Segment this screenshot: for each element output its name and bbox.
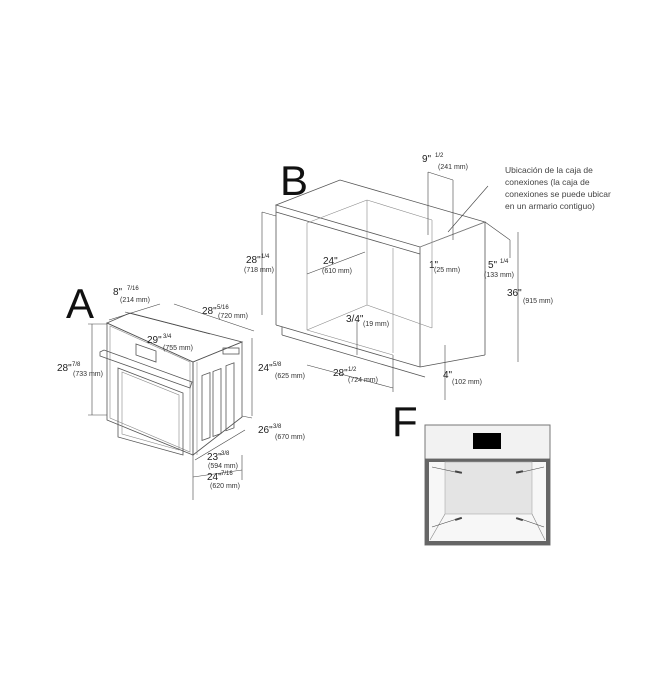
- dimension-text: (915 mm): [523, 298, 553, 305]
- dimension-text: 1/2: [435, 153, 444, 159]
- dimension-text: 3/8: [221, 451, 230, 457]
- dimension-text: (102 mm): [452, 379, 482, 386]
- dimension-text: (733 mm): [73, 371, 103, 378]
- dimension-text: (720 mm): [218, 313, 248, 320]
- dimension-text: 1/4: [261, 254, 270, 260]
- oven-front-detail: [424, 424, 551, 546]
- dimension-text: (718 mm): [244, 267, 274, 274]
- dimension-text: 1": [429, 260, 439, 271]
- oven-drawing: [99, 312, 244, 456]
- dimension-text: 3/4: [163, 334, 172, 340]
- dimension-text: (670 mm): [275, 434, 305, 441]
- dim-a-height: 28"7/8 (733 mm): [57, 362, 103, 378]
- cabinet-drawing: [274, 179, 487, 378]
- dimension-text: 28": [333, 368, 348, 379]
- dimension-text: 28": [202, 306, 217, 317]
- dim-a-side-height: 24"5/8 (625 mm): [258, 362, 305, 380]
- dim-a-body-width2: 24"7/16 (620 mm): [207, 471, 240, 490]
- dim-b-depth: 24" (610 mm): [322, 256, 352, 275]
- dimension-text: (594 mm): [208, 463, 238, 470]
- dimension-text: 29": [147, 335, 162, 346]
- dim-a-depth: 28"5/16 (720 mm): [202, 305, 248, 320]
- dimension-text: en un armario contiguo): [505, 201, 595, 211]
- dimension-text: 3/8: [273, 424, 282, 430]
- dimension-text: (625 mm): [275, 373, 305, 380]
- dimension-text: 3/4": [346, 314, 364, 325]
- dimension-text: (620 mm): [210, 483, 240, 490]
- dimension-text: (25 mm): [434, 267, 460, 274]
- dimension-text: 5": [488, 260, 498, 271]
- dimension-text: 7/16: [221, 471, 233, 477]
- dim-b-cutout-height: 28"1/4 (718 mm): [244, 254, 274, 274]
- dimension-text: 7/16: [127, 286, 139, 292]
- dimension-text: 1/2: [348, 367, 357, 373]
- dimension-text: conexiones (la caja de: [505, 177, 590, 187]
- dimension-text: conexiones se puede ubicar: [505, 189, 611, 199]
- dimension-text: (133 mm): [484, 272, 514, 279]
- dimension-text: 36": [507, 288, 522, 299]
- dimension-text: (755 mm): [163, 345, 193, 352]
- dim-a-side-depth: 26"3/8 (670 mm): [258, 424, 305, 441]
- dimension-text: 5/16: [217, 305, 229, 311]
- dimension-text: (610 mm): [322, 268, 352, 275]
- dimension-text: 28": [57, 363, 72, 374]
- dim-b-cutout-width: 28"1/2 (724 mm): [333, 367, 378, 384]
- display-panel: [473, 433, 501, 449]
- dimension-text: 5/8: [273, 362, 282, 368]
- dim-a-body-width: 23"3/8 (594 mm): [207, 451, 238, 470]
- dimension-text: (214 mm): [120, 297, 150, 304]
- cabinet-dimension-lines: [261, 171, 519, 400]
- dimension-text: 1/4: [500, 259, 509, 265]
- oven-dimension-lines: [88, 303, 255, 500]
- dim-b-top-gap: 5"1/4 (133 mm): [484, 259, 514, 279]
- label-b: B: [280, 157, 308, 204]
- dimension-text: (19 mm): [363, 321, 389, 328]
- dimension-text: 26": [258, 425, 273, 436]
- label-a: A: [66, 280, 94, 327]
- dimension-text: 4": [443, 370, 453, 381]
- dim-a-depth-top: 8" 7/16 (214 mm): [113, 286, 150, 304]
- dimension-text: 24": [207, 472, 222, 483]
- dimension-text: 24": [323, 256, 338, 267]
- dimension-text: 9": [422, 154, 432, 165]
- dimension-text: 24": [258, 363, 273, 374]
- dimension-text: 23": [207, 452, 222, 463]
- dim-b-side: 1" (25 mm): [429, 260, 460, 274]
- label-f: F: [392, 398, 418, 445]
- dim-b-floor: 3/4" (19 mm): [346, 314, 389, 328]
- dim-b-junction-width: 9"1/2 (241 mm): [422, 153, 468, 171]
- dim-b-total-height: 36" (915 mm): [507, 288, 553, 305]
- dimension-text: 28": [246, 255, 261, 266]
- dimension-text: Ubicación de la caja de: [505, 165, 593, 175]
- dimension-text: (724 mm): [348, 377, 378, 384]
- dim-b-base: 4" (102 mm): [443, 370, 482, 386]
- junction-box-note: Ubicación de la caja de conexiones (la c…: [505, 165, 611, 211]
- dimension-text: 7/8: [72, 362, 81, 368]
- dim-a-width: 29"3/4 (755 mm): [147, 334, 193, 352]
- dimension-text: 8": [113, 287, 123, 298]
- dimension-text: (241 mm): [438, 164, 468, 171]
